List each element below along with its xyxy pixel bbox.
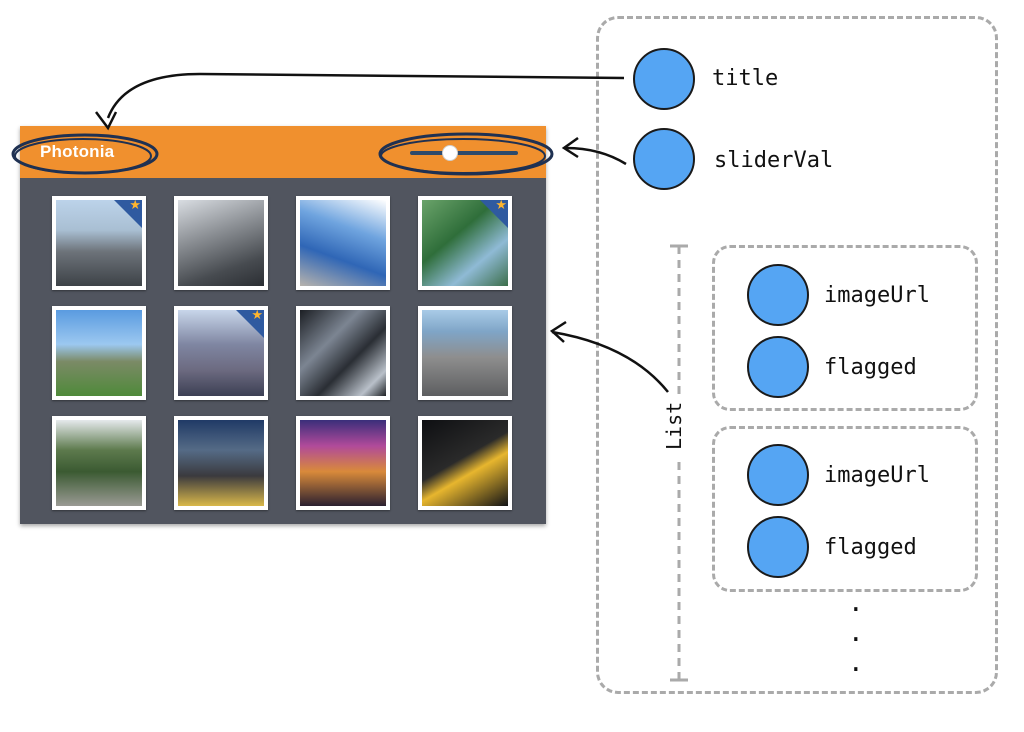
title-prop-label: title — [712, 66, 779, 91]
slider-prop-label: sliderVal — [714, 148, 834, 173]
title-node — [633, 48, 695, 110]
flagged-label: flagged — [824, 535, 917, 560]
slider-thumb[interactable] — [441, 145, 458, 161]
size-slider[interactable] — [410, 145, 518, 161]
photo-thumbnail-traffic-street[interactable] — [174, 416, 268, 510]
ellipsis-dot: . — [848, 648, 864, 678]
flag-corner-icon[interactable] — [236, 310, 264, 338]
photo-thumbnail-metal-sculpture[interactable] — [296, 306, 390, 400]
flag-corner-icon[interactable] — [480, 200, 508, 228]
title-arrow — [106, 72, 625, 119]
photo-thumbnail-city-skyline[interactable]: ★ — [52, 196, 146, 290]
image-url-label: imageUrl — [824, 463, 930, 488]
image-url-node — [747, 444, 809, 506]
star-icon: ★ — [129, 200, 141, 213]
title-arrowhead — [95, 111, 118, 131]
model-container — [596, 16, 998, 694]
title-highlight-ring-2 — [14, 138, 152, 174]
photo-image — [178, 200, 264, 286]
list-arrowhead — [549, 320, 567, 343]
flag-corner-icon[interactable] — [114, 200, 142, 228]
star-icon: ★ — [495, 200, 507, 213]
photo-image: ★ — [56, 200, 142, 286]
image-url-label: imageUrl — [824, 283, 930, 308]
photo-image — [300, 200, 386, 286]
star-icon: ★ — [251, 310, 263, 323]
photo-image — [178, 420, 264, 506]
slider-highlight-ring-2 — [380, 138, 546, 174]
photo-image — [422, 420, 508, 506]
photo-image — [422, 310, 508, 396]
list-item-box — [712, 245, 978, 411]
image-url-node — [747, 264, 809, 326]
photo-image: ★ — [178, 310, 264, 396]
slider-node — [633, 128, 695, 190]
app-title: Photonia — [40, 142, 115, 161]
photo-image — [56, 420, 142, 506]
photo-thumbnail-street-performer[interactable]: ★ — [418, 196, 512, 290]
photo-image — [300, 420, 386, 506]
slider-arrow — [565, 146, 627, 166]
photo-image — [56, 310, 142, 396]
list-arrow — [551, 330, 669, 393]
list-item-box — [712, 426, 978, 592]
photo-image — [300, 310, 386, 396]
slider-arrowhead — [561, 136, 579, 159]
photo-thumbnail-park-wall[interactable] — [52, 416, 146, 510]
photo-thumbnail-aerial-downtown[interactable] — [418, 306, 512, 400]
photo-thumbnail-bridge-tower[interactable]: ★ — [174, 306, 268, 400]
flagged-label: flagged — [824, 355, 917, 380]
photo-image: ★ — [422, 200, 508, 286]
photo-thumbnail-aerial-towers[interactable] — [174, 196, 268, 290]
photo-thumbnail-cathedral-spire[interactable] — [296, 196, 390, 290]
flagged-node — [747, 516, 809, 578]
ellipsis-dot: . — [848, 588, 864, 618]
ellipsis-dot: . — [848, 618, 864, 648]
slider-highlight-ring — [378, 132, 554, 176]
photo-thumbnail-park-lawn[interactable] — [52, 306, 146, 400]
photo-thumbnail-night-market[interactable] — [296, 416, 390, 510]
flagged-node — [747, 336, 809, 398]
photo-thumbnail-silhouette[interactable] — [418, 416, 512, 510]
